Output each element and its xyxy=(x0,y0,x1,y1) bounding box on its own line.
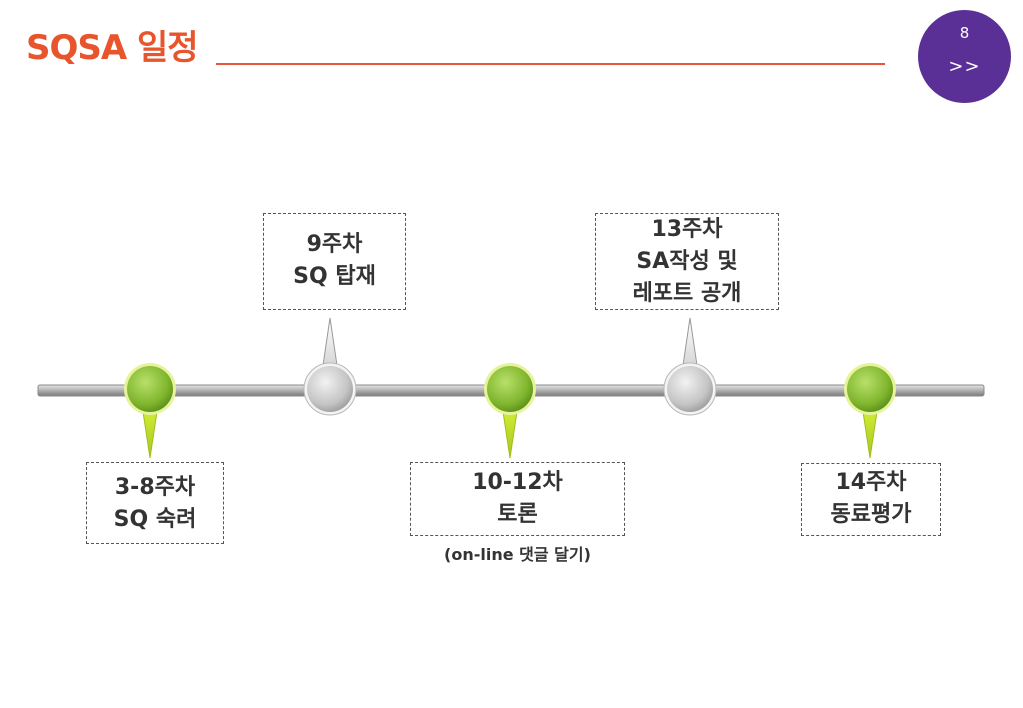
milestone-3-task: 토론 xyxy=(497,502,538,527)
milestone-5-task: 동료평가 xyxy=(830,502,912,527)
milestone-box-2: 9주차 SQ 탑재 xyxy=(263,213,406,310)
milestone-4-period: 13주차 xyxy=(651,217,723,242)
milestone-box-3: 10-12차 토론 xyxy=(410,462,625,536)
milestone-4-task: SA작성 및 xyxy=(636,249,738,274)
title-underline xyxy=(216,63,885,65)
milestone-1-task: SQ 숙려 xyxy=(113,507,197,532)
milestone-5-period: 14주차 xyxy=(835,470,907,495)
milestone-box-1: 3-8주차 SQ 숙려 xyxy=(86,462,224,544)
page-number: 8 xyxy=(959,24,970,42)
milestone-2-task: SQ 탑재 xyxy=(293,264,376,289)
milestone-box-5: 14주차 동료평가 xyxy=(801,463,941,536)
milestone-marker-1 xyxy=(124,363,176,459)
milestone-marker-4 xyxy=(663,317,717,416)
milestone-marker-2 xyxy=(303,317,357,416)
page-title: SQSA 일정 xyxy=(26,28,199,68)
milestone-3-period: 10-12차 xyxy=(472,470,563,495)
milestone-box-4: 13주차 SA작성 및 레포트 공개 xyxy=(595,213,779,310)
milestone-4-task-detail: 레포트 공개 xyxy=(632,281,742,306)
next-page-icon[interactable]: >> xyxy=(948,56,981,77)
milestone-marker-5 xyxy=(844,363,896,459)
milestone-2-period: 9주차 xyxy=(306,232,363,257)
milestone-3-note: (on-line 댓글 달기) xyxy=(444,545,591,564)
milestone-marker-3 xyxy=(484,363,536,459)
page-badge[interactable]: 8 >> xyxy=(918,10,1011,103)
milestone-1-period: 3-8주차 xyxy=(114,475,196,500)
